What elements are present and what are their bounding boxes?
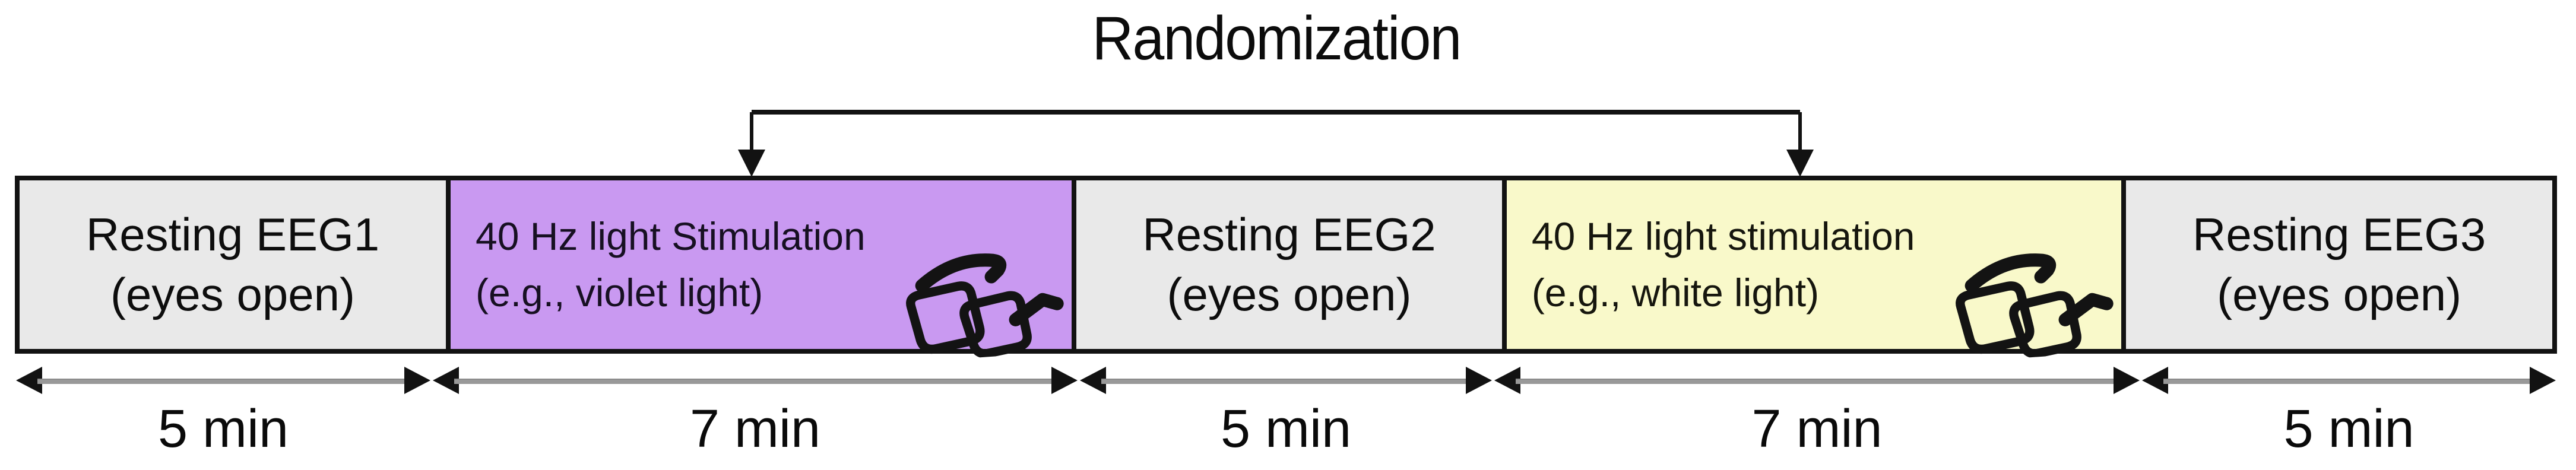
phase-label-line1: Resting EEG2 (1142, 208, 1436, 261)
phase-box-resting-eeg2: Resting EEG2 (eyes open) (1072, 180, 1502, 349)
phase-box-white-stimulation: 40 Hz light stimulation (e.g., white lig… (1501, 180, 2122, 358)
duration-line (454, 379, 1056, 384)
phase-label-line2: (eyes open) (1167, 268, 1412, 320)
phase-box-resting-eeg3: Resting EEG3 (eyes open) (2121, 180, 2552, 349)
duration-arrow (1493, 367, 2141, 395)
phase-label-line2: (e.g., white light) (1531, 271, 1820, 315)
duration-label: 7 min (689, 399, 821, 459)
timeline-row: Resting EEG1 (eyes open) 40 Hz light Sti… (15, 176, 2557, 358)
phase-label-line1: 40 Hz light Stimulation (476, 214, 866, 258)
diagram-title: Randomization (1092, 4, 1462, 73)
duration-arrow (2141, 367, 2557, 395)
phase-label-line2: (eyes open) (2217, 268, 2462, 320)
duration-line (37, 379, 409, 384)
phase-label-line1: 40 Hz light stimulation (1531, 214, 1915, 258)
right-arrowhead-icon (1466, 367, 1492, 394)
randomization-arrow-right-stem (1798, 112, 1802, 154)
right-arrowhead-icon (404, 367, 430, 394)
phase-label-line1: Resting EEG3 (2192, 208, 2486, 261)
duration-arrow (15, 367, 432, 395)
phase-label-line1: Resting EEG1 (85, 208, 380, 261)
down-arrow-icon (738, 150, 765, 177)
phase-box-violet-stimulation: 40 Hz light Stimulation (e.g., violet li… (446, 180, 1072, 358)
duration-line (2163, 379, 2534, 384)
duration-label: 5 min (1220, 399, 1352, 459)
phase-box-resting-eeg1: Resting EEG1 (eyes open) (20, 180, 446, 349)
duration-label: 7 min (1751, 399, 1883, 459)
duration-label: 5 min (2283, 399, 2415, 459)
duration-line (1101, 379, 1471, 384)
duration-line (1516, 379, 2118, 384)
phase-label-line2: (eyes open) (110, 268, 355, 320)
randomization-bracket-line (752, 110, 1800, 115)
phase-label-line2: (e.g., violet light) (476, 271, 763, 315)
duration-arrow (432, 367, 1079, 395)
randomization-arrow-left-stem (750, 112, 753, 154)
right-arrowhead-icon (1051, 367, 1078, 394)
duration-arrow (1079, 367, 1493, 395)
duration-label: 5 min (157, 399, 289, 459)
right-arrowhead-icon (2114, 367, 2140, 394)
right-arrowhead-icon (2530, 367, 2556, 394)
down-arrow-icon (1786, 150, 1814, 177)
